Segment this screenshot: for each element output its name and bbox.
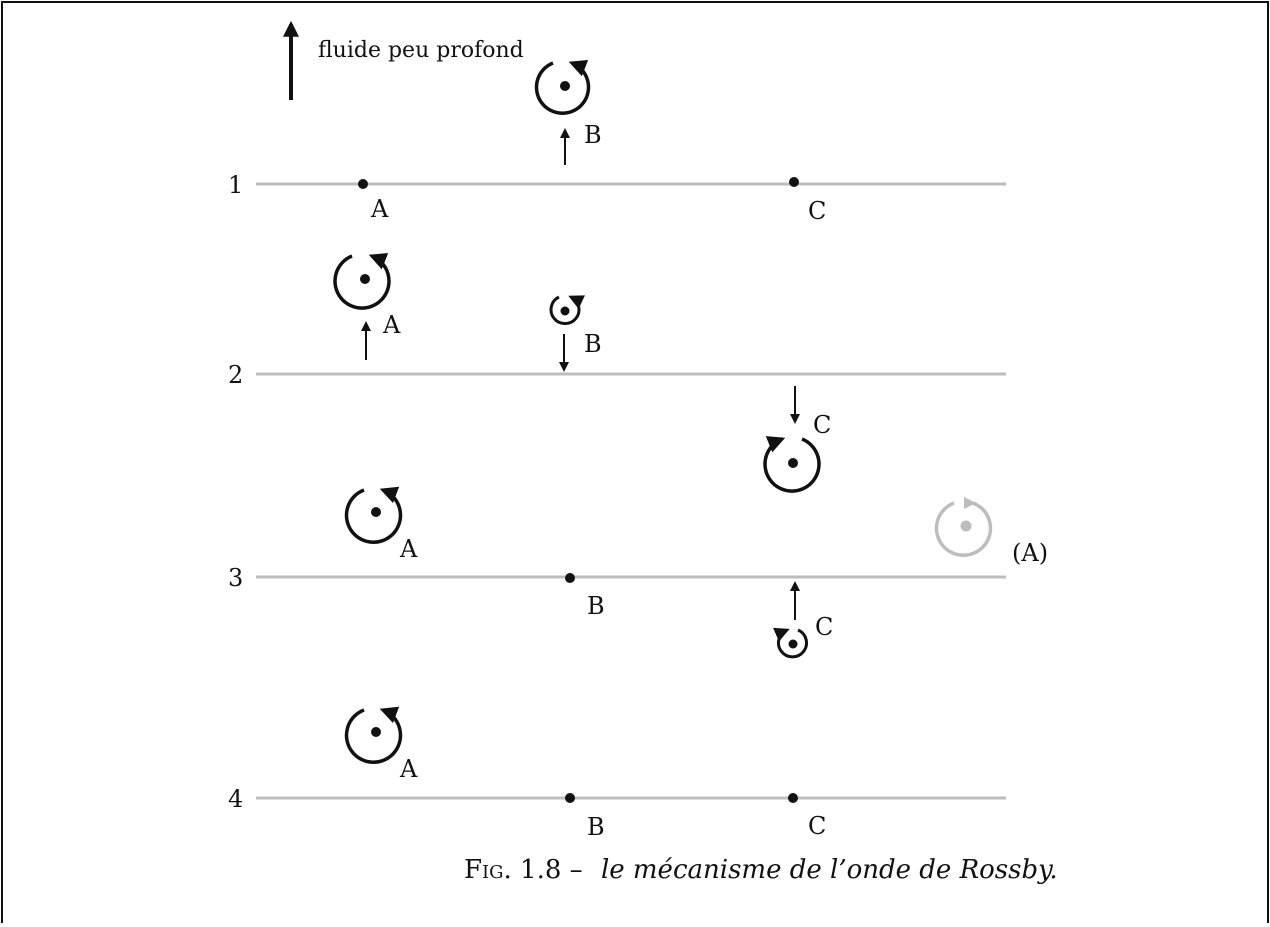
vortex-r2-a-icon (333, 253, 391, 310)
vortex-r4-a-icon (344, 706, 403, 764)
label-r3-a: A (399, 535, 418, 563)
vortex-r3-c-icon (773, 627, 808, 659)
particle-dot-r1-c (789, 177, 799, 187)
vortex-r1-b-icon (534, 60, 591, 115)
particle-dot-r3-b (565, 573, 575, 583)
ghost-label: (A) (1012, 539, 1048, 567)
vortex-r2-c-icon (763, 436, 821, 493)
label-r3-b: B (587, 592, 605, 620)
label-r4-b: B (587, 813, 605, 841)
vortex-r3-a-icon (344, 486, 403, 544)
label-r3-c-up: C (815, 613, 833, 641)
row-number-2: 2 (228, 361, 243, 389)
particle-dot-r4-c (788, 793, 798, 803)
label-r2-c: C (813, 411, 831, 439)
caption-prefix: Fig. 1.8 – (464, 855, 583, 885)
label-r4-c: C (808, 812, 826, 840)
figure-caption: Fig. 1.8 – le mécanisme de l’onde de Ros… (464, 855, 1058, 885)
row-number-3: 3 (228, 564, 243, 592)
caption-text: le mécanisme de l’onde de Rossby. (601, 855, 1058, 885)
label-r2-a: A (382, 311, 401, 339)
particle-dot-r1-a (358, 179, 368, 189)
row-number-1: 1 (228, 171, 243, 199)
label-r1-a: A (370, 195, 389, 223)
ghost-vortex-icon (934, 497, 993, 557)
legend-label: fluide peu profond (318, 38, 524, 63)
label-r4-a: A (399, 755, 418, 783)
label-r1-c: C (808, 197, 826, 225)
label-r2-b: B (584, 330, 602, 358)
label-r1-b: B (584, 121, 602, 149)
row-number-4: 4 (228, 785, 243, 813)
particle-dot-r4-b (565, 793, 575, 803)
vortex-r2-b-icon (549, 295, 586, 326)
